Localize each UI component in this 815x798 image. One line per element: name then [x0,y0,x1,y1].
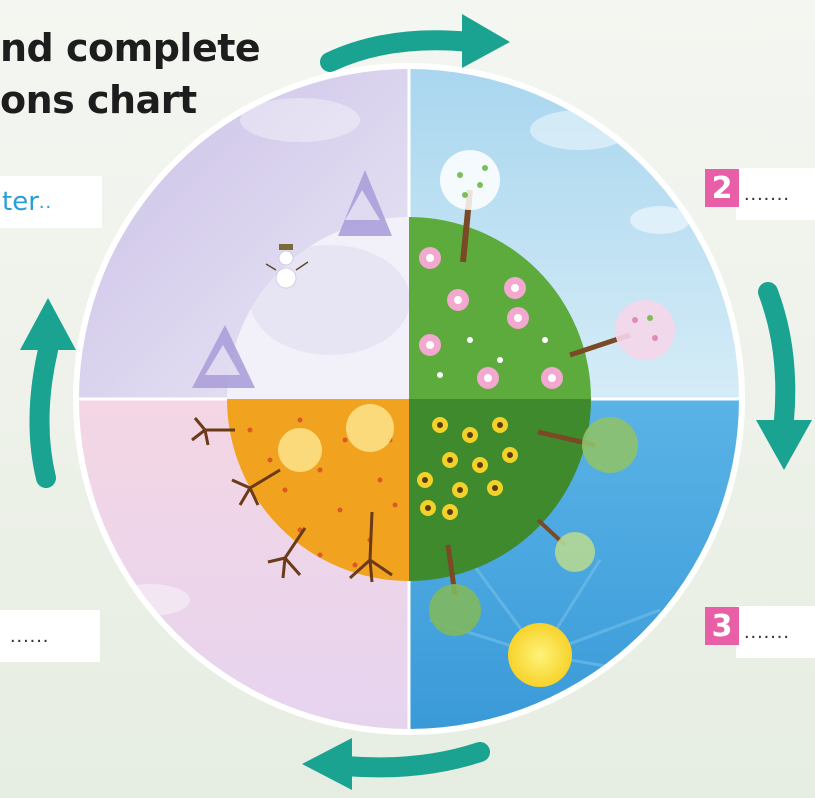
bush-icon [346,404,394,452]
leafy-tree-icon [536,518,595,572]
arrowhead-bottom [302,738,352,790]
snowman-icon [265,244,309,289]
answer-box-winter[interactable]: ter.. [0,176,102,228]
bare-tree-icon [191,417,235,446]
arrow-bottom-icon [335,742,490,778]
flower-icons [419,247,563,389]
arrow-right-icon [758,282,796,430]
arrowhead-left [20,298,76,350]
blossom-tree-icon [569,300,675,360]
answer-dots-winter: .. [38,190,53,213]
cloud-icon [240,98,360,142]
answer-dots-autumn: ...... [10,624,50,647]
snowy-tree-icon [192,325,255,388]
snowy-tree-icon [338,170,392,236]
answer-box-summer[interactable]: ....... [736,606,815,658]
bush-icon [278,428,322,472]
arrowhead-right [756,420,812,470]
answer-box-spring[interactable]: ....... [736,168,815,220]
answer-text-winter: ter [2,187,39,217]
number-badge-3: 3 [705,607,739,645]
leafy-tree-icon [537,417,638,473]
answer-dots-spring: ....... [744,182,790,205]
number-badge-2: 2 [705,169,739,207]
arrow-left-icon [29,340,58,488]
bare-tree-icon [267,527,307,579]
title-line-2: ons chart [0,78,197,122]
answer-box-autumn[interactable]: ...... [0,610,100,662]
title-line-1: nd complete [0,26,261,70]
bare-tree-icon [348,511,393,583]
bare-tree-icon [231,468,281,506]
sun-icon [508,623,572,687]
answer-dots-summer: ....... [744,620,790,643]
arrow-top-icon [320,30,480,72]
cloud-icon [630,206,690,234]
arrowhead-top [462,14,510,68]
leafy-tree-icon [429,544,481,636]
sunflower-icons [417,417,518,520]
blossom-tree-icon [440,150,500,263]
